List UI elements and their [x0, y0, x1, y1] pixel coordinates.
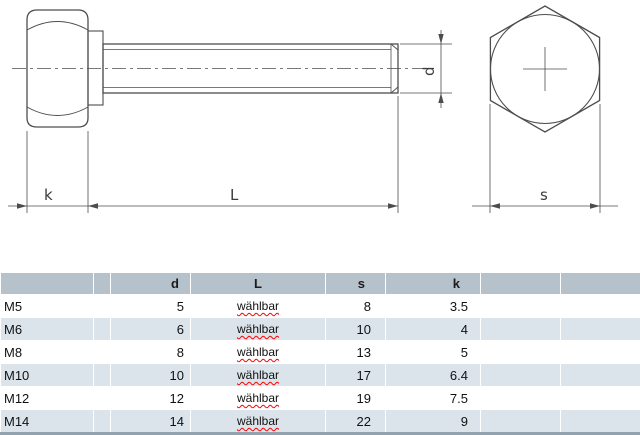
empty-cell	[481, 295, 561, 318]
spacer-cell	[94, 410, 111, 434]
misspelled-word: wählbar	[237, 414, 279, 428]
table-row-m5: M5 5 wählbar 8 3.5	[1, 295, 640, 318]
arrowhead	[438, 93, 443, 103]
d-cell: 10	[111, 364, 191, 387]
header-L: L	[191, 273, 326, 295]
misspelled-word: wählbar	[237, 299, 279, 313]
head-chamfer-arc-top	[27, 22, 88, 31]
L-cell: wählbar	[191, 295, 326, 318]
arrowhead	[388, 203, 398, 209]
bolt-end-view	[472, 6, 618, 213]
table-row-m14: M14 14 wählbar 22 9	[1, 410, 640, 434]
washer-face	[88, 31, 103, 105]
arrowhead	[88, 203, 98, 209]
header-empty-2	[561, 273, 640, 295]
arrowhead	[17, 203, 27, 209]
spacer-cell	[94, 364, 111, 387]
k-cell: 9	[386, 410, 481, 434]
dim-label-d: d	[420, 66, 438, 76]
empty-cell	[561, 341, 640, 364]
empty-cell	[561, 410, 640, 434]
s-cell: 22	[326, 410, 386, 434]
d-cell: 8	[111, 341, 191, 364]
table-row-m12: M12 12 wählbar 19 7.5	[1, 387, 640, 410]
empty-cell	[561, 295, 640, 318]
s-cell: 13	[326, 341, 386, 364]
d-cell: 14	[111, 410, 191, 434]
spacer-cell	[94, 318, 111, 341]
header-s: s	[326, 273, 386, 295]
tip-chamfer-bottom	[391, 87, 398, 93]
L-cell: wählbar	[191, 387, 326, 410]
size-cell: M12	[1, 387, 94, 410]
hex-bolt-drawing: k L d s	[0, 0, 640, 252]
header-empty-1	[481, 273, 561, 295]
spacer-cell	[94, 387, 111, 410]
technical-drawing: k L d s	[0, 0, 640, 252]
head-chamfer-arc-bottom	[27, 107, 88, 116]
empty-cell	[481, 410, 561, 434]
table-row-m8: M8 8 wählbar 13 5	[1, 341, 640, 364]
header-size	[1, 273, 94, 295]
arrowhead	[438, 34, 443, 44]
L-cell: wählbar	[191, 364, 326, 387]
size-cell: M8	[1, 341, 94, 364]
empty-cell	[481, 318, 561, 341]
arrowhead	[490, 203, 500, 209]
empty-cell	[561, 364, 640, 387]
s-cell: 8	[326, 295, 386, 318]
size-cell: M6	[1, 318, 94, 341]
empty-cell	[561, 387, 640, 410]
dim-label-L: L	[230, 186, 239, 204]
size-cell: M10	[1, 364, 94, 387]
misspelled-word: wählbar	[237, 391, 279, 405]
size-cell: M5	[1, 295, 94, 318]
d-cell: 12	[111, 387, 191, 410]
spacer-cell	[94, 295, 111, 318]
table-header-row: d L s k	[1, 273, 640, 295]
k-cell: 6.4	[386, 364, 481, 387]
k-cell: 7.5	[386, 387, 481, 410]
dimension-table: d L s k M5 5 wählbar 8 3.5 M6 6 wählbar …	[0, 272, 640, 435]
L-cell: wählbar	[191, 410, 326, 434]
dim-label-s: s	[540, 186, 548, 204]
k-cell: 4	[386, 318, 481, 341]
arrowhead	[590, 203, 600, 209]
empty-cell	[561, 318, 640, 341]
header-spacer	[94, 273, 111, 295]
empty-cell	[481, 387, 561, 410]
d-cell: 6	[111, 318, 191, 341]
bolt-side-view	[12, 10, 432, 127]
d-cell: 5	[111, 295, 191, 318]
s-cell: 10	[326, 318, 386, 341]
s-cell: 17	[326, 364, 386, 387]
s-cell: 19	[326, 387, 386, 410]
k-cell: 5	[386, 341, 481, 364]
L-cell: wählbar	[191, 341, 326, 364]
tip-chamfer-top	[391, 44, 398, 50]
misspelled-word: wählbar	[237, 368, 279, 382]
spacer-cell	[94, 341, 111, 364]
empty-cell	[481, 364, 561, 387]
misspelled-word: wählbar	[237, 322, 279, 336]
L-cell: wählbar	[191, 318, 326, 341]
empty-cell	[481, 341, 561, 364]
table-row-m6: M6 6 wählbar 10 4	[1, 318, 640, 341]
misspelled-word: wählbar	[237, 345, 279, 359]
header-k: k	[386, 273, 481, 295]
table-row-m10: M10 10 wählbar 17 6.4	[1, 364, 640, 387]
k-cell: 3.5	[386, 295, 481, 318]
header-d: d	[111, 273, 191, 295]
size-cell: M14	[1, 410, 94, 434]
dim-label-k: k	[44, 186, 53, 204]
